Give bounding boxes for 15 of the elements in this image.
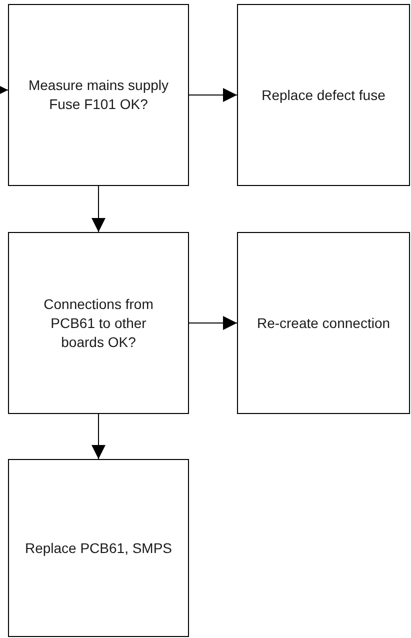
arrow bbox=[92, 414, 106, 460]
box-text: Replace PCB61, SMPS bbox=[24, 538, 172, 558]
arrow bbox=[188, 316, 238, 330]
process-box bbox=[8, 459, 189, 637]
box-text: Connections from PCB61 to other boards OK? bbox=[42, 294, 154, 352]
arrow bbox=[92, 186, 106, 232]
process-box bbox=[237, 232, 410, 414]
process-box bbox=[8, 4, 189, 186]
arrow bbox=[0, 83, 8, 97]
box-text: Measure mains supply Fuse F101 OK? bbox=[27, 76, 170, 114]
arrow bbox=[188, 88, 238, 102]
process-box bbox=[237, 4, 410, 186]
box-text: Replace defect fuse bbox=[262, 86, 386, 104]
box-text: Re-create connection bbox=[256, 314, 390, 332]
process-box bbox=[8, 232, 189, 414]
